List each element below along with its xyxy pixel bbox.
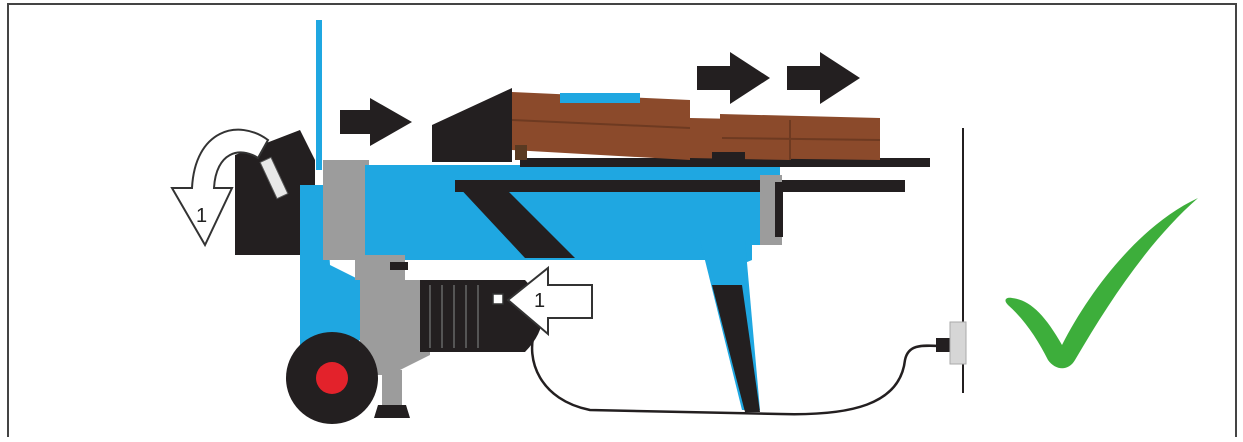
log-support xyxy=(515,145,527,160)
lever xyxy=(316,20,322,170)
start-switch xyxy=(492,293,504,305)
release-valve xyxy=(259,156,289,200)
lower-rail xyxy=(455,180,905,192)
wheel xyxy=(286,332,378,424)
stand-foot xyxy=(374,405,410,418)
logs xyxy=(511,92,881,160)
wall-socket xyxy=(949,321,967,365)
pusher-block xyxy=(432,88,512,162)
support-frame xyxy=(300,185,360,360)
black-arrow-icon xyxy=(787,52,860,104)
outline-arrow-icon xyxy=(506,265,593,337)
black-arrow-icon xyxy=(697,52,770,104)
pump-cap xyxy=(390,262,408,270)
upper-rail xyxy=(520,158,930,167)
step-label: 1 xyxy=(534,290,545,312)
rear-leg-foot xyxy=(712,285,760,412)
beam-stripe xyxy=(455,183,575,258)
pump-body xyxy=(360,280,430,375)
plug xyxy=(936,338,950,352)
step-label: 1 xyxy=(196,205,207,227)
front-bolt xyxy=(775,182,783,237)
check-mark-icon xyxy=(1005,198,1198,369)
stand xyxy=(382,370,402,410)
end-plate xyxy=(323,160,369,260)
log-stop xyxy=(712,152,745,160)
motor-fins xyxy=(429,285,479,348)
diagram-frame xyxy=(7,3,1237,442)
motor xyxy=(420,280,505,352)
curved-arrow-icon xyxy=(170,128,270,248)
power-cord xyxy=(530,329,941,416)
black-arrow-icon xyxy=(340,98,412,146)
